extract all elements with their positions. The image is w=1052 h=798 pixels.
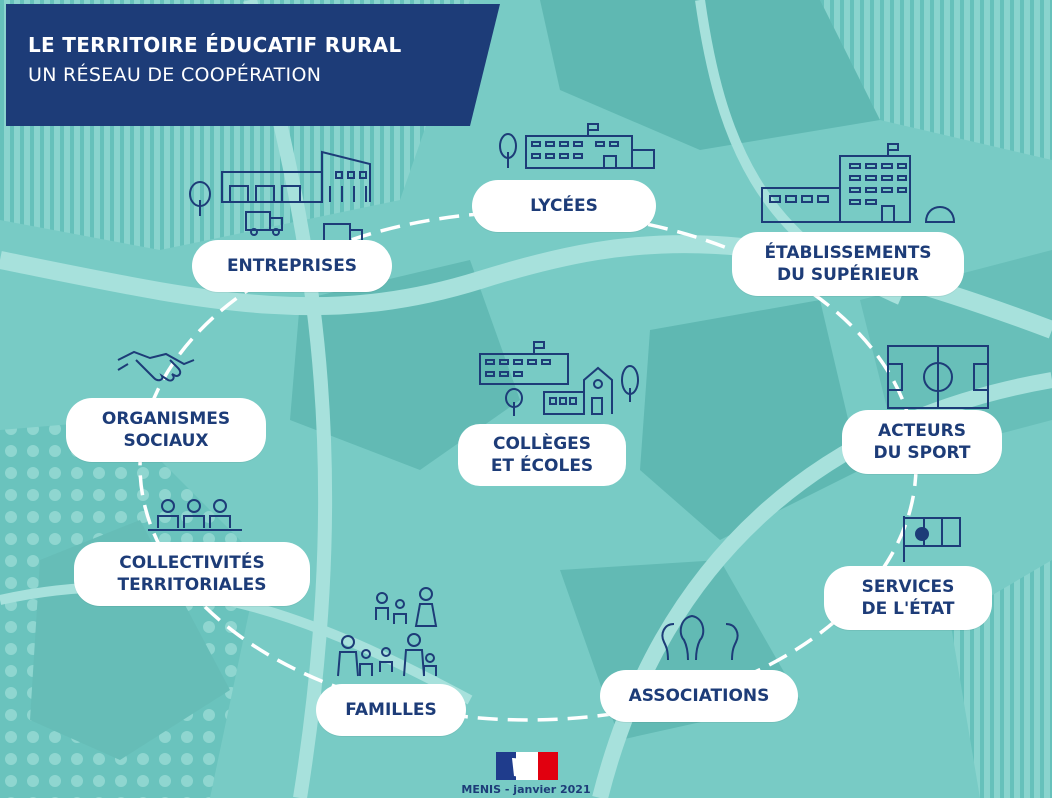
factory-trucks-icon	[189, 150, 371, 248]
republic-logo-icon	[496, 752, 558, 780]
university-building-icon	[761, 143, 956, 223]
node-center-label-line2: ET ÉCOLES	[490, 456, 594, 476]
node-organismes-label-line1: ORGANISMES	[101, 409, 231, 429]
node-collectivites-label-line1: COLLECTIVITÉS	[119, 553, 265, 573]
node-familles: FAMILLES	[316, 684, 466, 736]
node-colleges-ecoles: COLLÈGES ET ÉCOLES	[458, 424, 626, 486]
council-members-icon	[148, 499, 242, 531]
handshake-icon	[117, 350, 195, 382]
node-entreprises-label: ENTREPRISES	[226, 256, 358, 276]
subtitle: UN RÉSEAU DE COOPÉRATION	[28, 64, 322, 86]
footer-credit: MENIS - janvier 2021	[461, 783, 591, 796]
node-etablissements-label-line1: ÉTABLISSEMENTS	[764, 243, 932, 263]
node-associations-label: ASSOCIATIONS	[628, 686, 770, 706]
node-services-etat: SERVICES DE L'ÉTAT	[824, 566, 992, 630]
flag-icon	[903, 516, 961, 562]
node-center-label-line1: COLLÈGES	[492, 434, 591, 454]
node-etablissements-superieur: ÉTABLISSEMENTS DU SUPÉRIEUR	[732, 232, 964, 296]
people-group-icon	[661, 614, 739, 661]
school-and-church-icon	[479, 341, 639, 416]
node-services-etat-label-line2: DE L'ÉTAT	[861, 599, 955, 619]
node-organismes-label-line2: SOCIAUX	[123, 431, 209, 451]
node-acteurs-sport-label-line1: ACTEURS	[878, 421, 966, 441]
sports-field-icon	[887, 345, 989, 409]
node-collectivites-territoriales: COLLECTIVITÉS TERRITORIALES	[74, 542, 310, 606]
node-acteurs-sport: ACTEURS DU SPORT	[842, 410, 1002, 474]
title: LE TERRITOIRE ÉDUCATIF RURAL	[28, 33, 402, 57]
node-organismes-sociaux: ORGANISMES SOCIAUX	[66, 398, 266, 462]
node-services-etat-label-line1: SERVICES	[861, 577, 955, 597]
school-building-icon	[499, 123, 655, 169]
family-icon	[337, 587, 438, 677]
node-entreprises: ENTREPRISES	[192, 240, 392, 292]
node-lycees-label: LYCÉES	[530, 196, 598, 216]
title-block: LE TERRITOIRE ÉDUCATIF RURAL UN RÉSEAU D…	[28, 30, 402, 90]
node-familles-label: FAMILLES	[345, 700, 437, 720]
node-collectivites-label-line2: TERRITORIALES	[117, 575, 267, 595]
node-etablissements-label-line2: DU SUPÉRIEUR	[777, 265, 919, 285]
node-lycees: LYCÉES	[472, 180, 656, 232]
node-acteurs-sport-label-line2: DU SPORT	[873, 443, 971, 463]
node-associations: ASSOCIATIONS	[600, 670, 798, 722]
